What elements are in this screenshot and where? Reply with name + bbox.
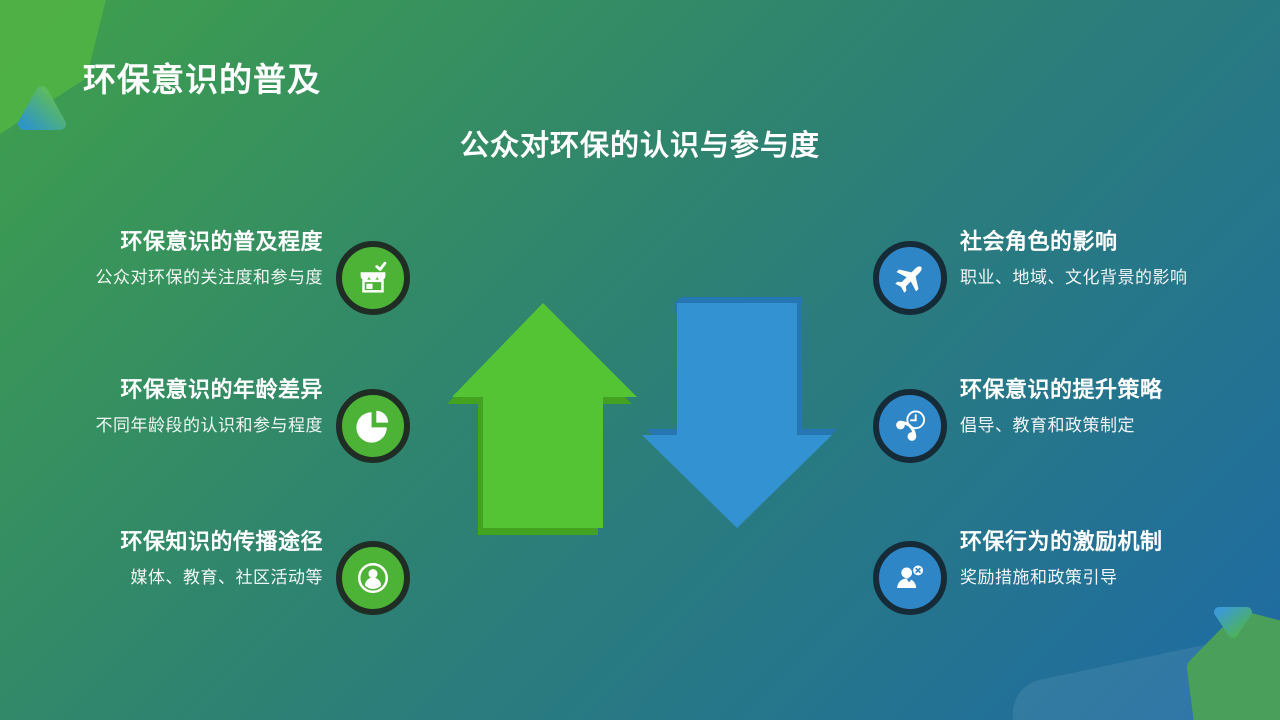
item-desc: 媒体、教育、社区活动等 bbox=[130, 568, 323, 587]
item-title: 环保意识的普及程度 bbox=[120, 229, 323, 254]
triangle-shape-top-left bbox=[18, 86, 66, 130]
slide-subtitle: 公众对环保的认识与参与度 bbox=[459, 130, 820, 162]
item-desc: 公众对环保的关注度和参与度 bbox=[95, 268, 323, 287]
rounded-shape-bottom bbox=[1012, 632, 1280, 720]
hexagon-shape-top-left bbox=[0, 0, 106, 135]
page-title: 环保意识的普及 bbox=[83, 61, 321, 98]
list-item: 社会角色的影响 职业、地域、文化背景的影响 bbox=[873, 229, 1188, 315]
airplane-icon bbox=[873, 241, 947, 315]
item-title: 社会角色的影响 bbox=[960, 229, 1118, 254]
item-title: 环保意识的年龄差异 bbox=[120, 377, 323, 402]
item-title: 环保意识的提升策略 bbox=[960, 377, 1163, 402]
item-desc: 职业、地域、文化背景的影响 bbox=[960, 268, 1188, 287]
phone-clock-icon bbox=[873, 389, 947, 463]
list-item: 环保知识的传播途径 媒体、教育、社区活动等 bbox=[120, 529, 410, 615]
pie-chart-icon bbox=[336, 389, 410, 463]
triangle-shape-bottom-right bbox=[1214, 607, 1252, 638]
list-item: 环保意识的年龄差异 不同年龄段的认识和参与程度 bbox=[95, 377, 410, 463]
user-remove-icon bbox=[873, 541, 947, 615]
storefront-check-icon bbox=[336, 241, 410, 315]
list-item: 环保意识的提升策略 倡导、教育和政策制定 bbox=[873, 377, 1163, 463]
item-desc: 奖励措施和政策引导 bbox=[960, 568, 1118, 587]
user-circle-icon bbox=[336, 541, 410, 615]
blue-down-arrow bbox=[642, 297, 837, 528]
up-down-arrows bbox=[447, 297, 837, 535]
item-desc: 倡导、教育和政策制定 bbox=[960, 416, 1135, 435]
item-title: 环保行为的激励机制 bbox=[960, 529, 1163, 554]
item-desc: 不同年龄段的认识和参与程度 bbox=[95, 416, 323, 435]
list-item: 环保意识的普及程度 公众对环保的关注度和参与度 bbox=[95, 229, 410, 315]
hexagon-shape-bottom-right bbox=[1187, 611, 1280, 720]
green-up-arrow bbox=[447, 303, 637, 535]
item-title: 环保知识的传播途径 bbox=[120, 529, 323, 554]
list-item: 环保行为的激励机制 奖励措施和政策引导 bbox=[873, 529, 1163, 615]
